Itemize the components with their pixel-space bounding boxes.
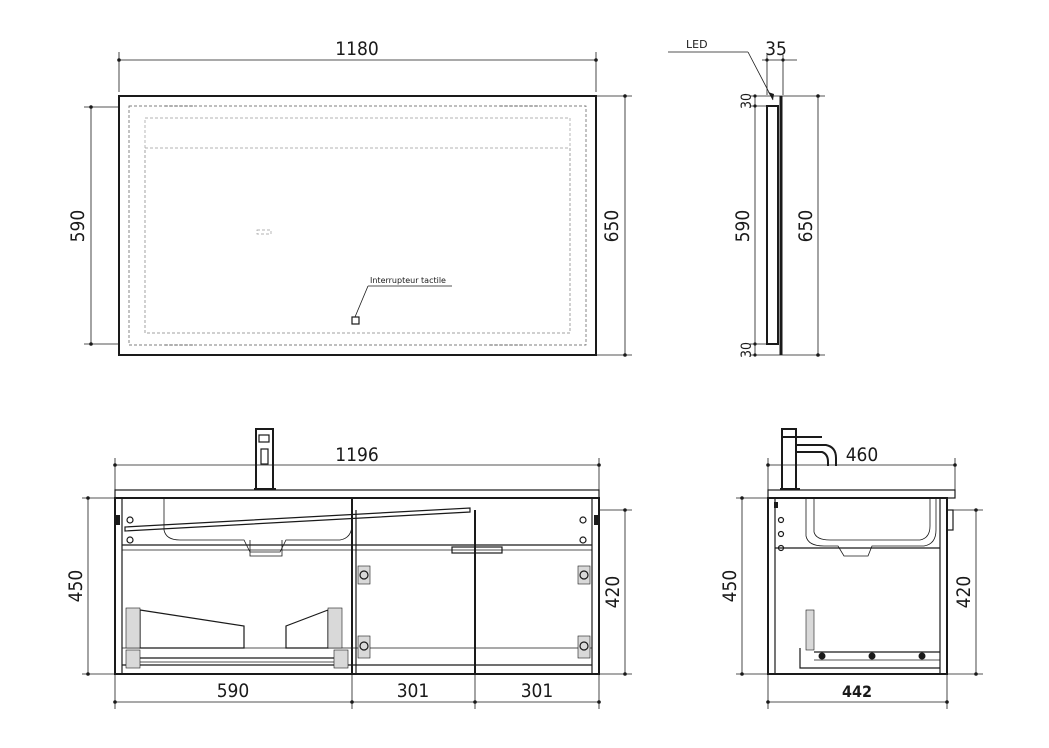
- mirror-width-label: 1180: [335, 38, 379, 60]
- faucet-side: [780, 428, 837, 490]
- hinge-icon: [357, 565, 591, 659]
- faucet-front: [254, 428, 276, 490]
- left-section-label: 590: [217, 680, 250, 702]
- cabinet-height-label: 450: [65, 570, 87, 603]
- mirror-side-outer-label: 650: [795, 210, 817, 243]
- cabinet-front-view: 1196: [65, 428, 632, 709]
- cabinet-width-label: 1196: [335, 444, 379, 466]
- mirror-side-inner-label: 590: [732, 210, 754, 243]
- mirror-side-view: LED 35 30 590 30 650: [668, 38, 825, 358]
- mirror-top-margin-label: 30: [739, 93, 755, 109]
- mirror-inner-height-label: 590: [67, 210, 89, 243]
- drawer-side-icon: [799, 609, 940, 669]
- middle-section-label: 301: [397, 680, 430, 702]
- cabinet-side-door-height-label: 420: [953, 576, 975, 609]
- mirror-front-view: 1180 Interrupteur tactile 590 650: [67, 38, 632, 357]
- cabinet-door-height-label: 420: [602, 576, 624, 609]
- right-section-label: 301: [521, 680, 554, 702]
- drawer-slide-icon: [125, 607, 349, 669]
- mirror-depth-label: 35: [765, 38, 787, 60]
- mirror-outer-height-label: 650: [601, 210, 623, 243]
- cabinet-side-depth-label: 460: [846, 444, 879, 466]
- mirror-bottom-margin-label: 30: [739, 342, 755, 358]
- cabinet-side-height-label: 450: [719, 570, 741, 603]
- cabinet-side-bottom-depth-label: 442: [842, 682, 872, 701]
- led-label: LED: [686, 38, 708, 51]
- cabinet-side-view: 460: [719, 428, 983, 709]
- touch-switch-label: Interrupteur tactile: [370, 276, 446, 285]
